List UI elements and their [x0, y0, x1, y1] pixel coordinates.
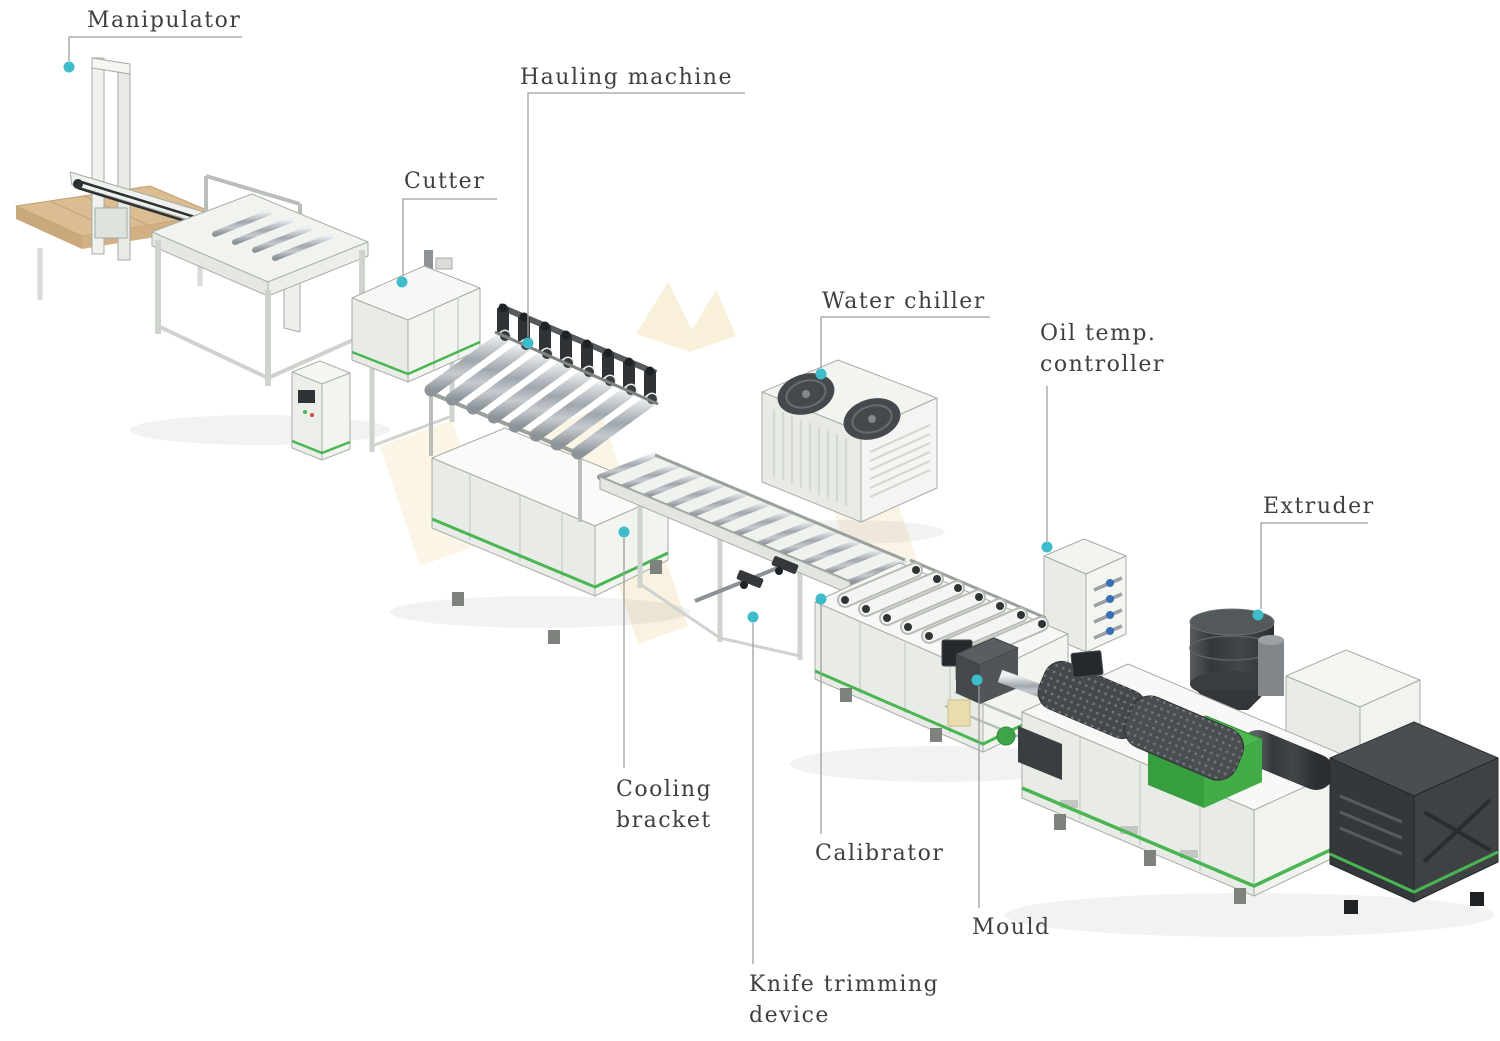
extruder-dot — [1252, 609, 1264, 621]
label-manipulator: Manipulator — [87, 8, 242, 33]
manipulator-mast — [91, 57, 131, 261]
chiller-fan-icon — [843, 398, 901, 440]
chiller-grille — [772, 409, 848, 506]
manipulator-dot — [63, 61, 75, 73]
oil-manifold — [1093, 576, 1123, 640]
cutter-machine — [351, 250, 481, 452]
label-water-chiller: Water chiller — [822, 289, 986, 314]
label-extruder: Extruder — [1263, 494, 1375, 519]
knife-trimming-dot — [747, 611, 759, 623]
extruder-leader — [1260, 522, 1368, 609]
water-chiller-dot — [815, 368, 827, 380]
cutter-leader — [402, 198, 497, 276]
hauling-dot — [522, 337, 534, 349]
cooling-bracket-dot — [618, 526, 630, 538]
cabinet-screen — [298, 390, 315, 403]
extruder-motor — [1240, 730, 1334, 790]
chiller-side-grille — [869, 424, 931, 498]
label-cooling-bracket: Cooling bracket — [616, 777, 713, 833]
oil-temp-dot — [1041, 541, 1053, 553]
extruder-machine — [996, 608, 1499, 914]
pump — [996, 726, 1016, 746]
calibrator-dot — [815, 593, 827, 605]
label-knife-trimming-device: Knife trimming device — [749, 972, 940, 1028]
manipulator-machine — [15, 57, 369, 461]
label-hauling-machine: Hauling machine — [520, 65, 733, 90]
chiller-fan-icon — [777, 373, 835, 415]
leader-lines — [68, 36, 1368, 964]
heater-cover — [1123, 695, 1245, 781]
water-chiller-leader — [820, 316, 990, 368]
label-mould: Mould — [972, 915, 1051, 940]
water-chiller-unit — [761, 359, 938, 523]
leader-dots — [63, 61, 1264, 686]
label-cutter: Cutter — [404, 169, 486, 194]
oil-temp-controller-unit — [1043, 538, 1127, 653]
extruder-motor-housing — [1329, 721, 1499, 914]
label-calibrator: Calibrator — [815, 841, 945, 866]
knife-trimming-device — [694, 556, 799, 603]
stacker-table — [151, 174, 369, 386]
extruder-hopper — [1189, 608, 1284, 710]
manipulator-leader — [68, 36, 242, 61]
hauling-leader — [527, 92, 745, 337]
mould-unit — [944, 637, 1043, 744]
manipulator-control-cabinet — [291, 360, 351, 461]
label-oil-temp-controller: Oil temp. controller — [1040, 321, 1165, 377]
hauling-machine — [428, 304, 669, 644]
mould-dot — [971, 674, 983, 686]
cutter-dot — [396, 276, 408, 288]
extruder-screen — [1070, 650, 1104, 678]
